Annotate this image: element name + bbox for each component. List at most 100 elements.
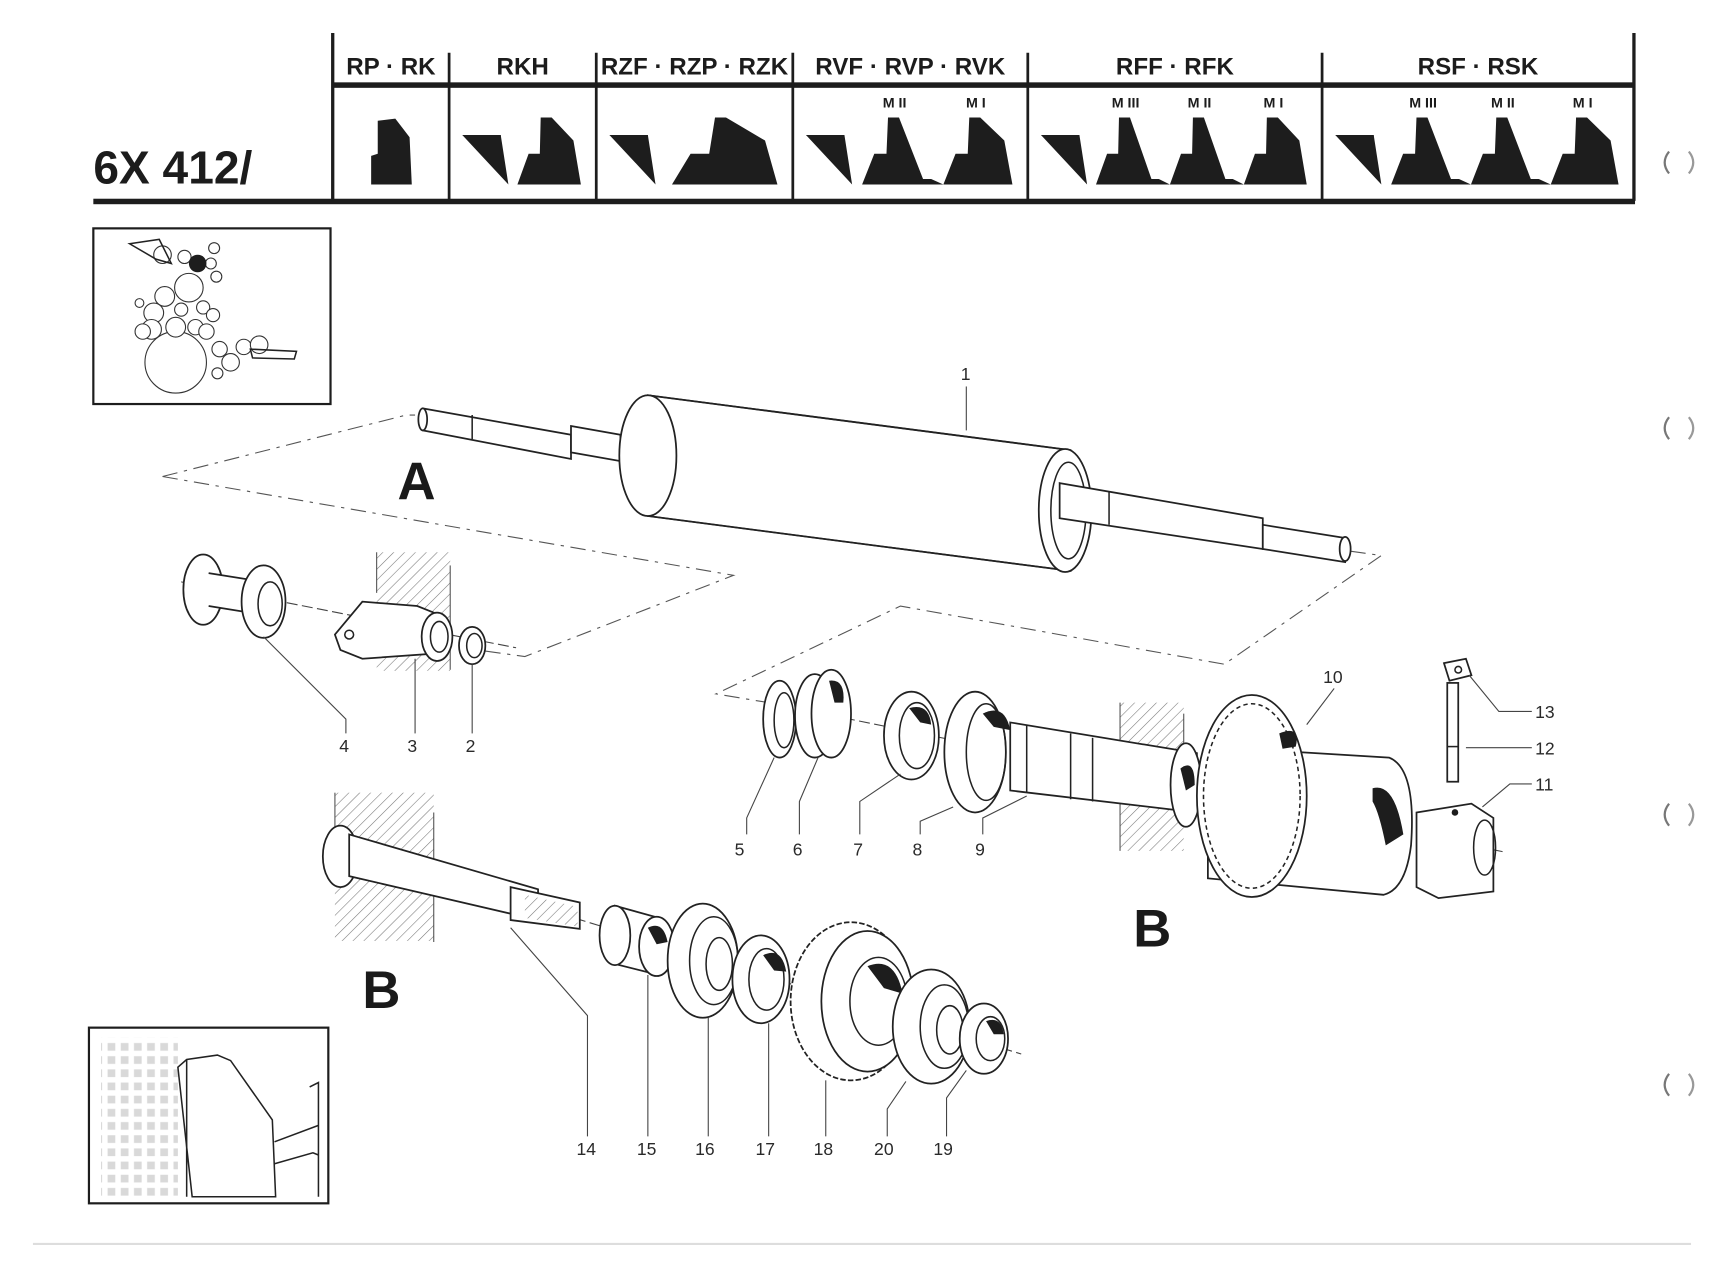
roller-circle-icon (177, 249, 192, 265)
roller-circle-icon (249, 335, 269, 355)
callout-3: 3 (407, 736, 417, 756)
tooth-shape (609, 117, 778, 185)
section-label-b-lower: B (362, 961, 400, 1020)
leader-lines (263, 636, 1027, 835)
tooth-shape (1040, 117, 1307, 185)
section-label-a: A (398, 453, 436, 512)
column-label: RP · RK (346, 54, 436, 81)
roller-circle-icon (221, 352, 240, 372)
highlighted-roller-icon (188, 254, 207, 273)
callout-12: 12 (1535, 738, 1555, 758)
stage-label: M I (966, 96, 986, 112)
delivery-table-icon (249, 348, 298, 360)
part-14-stud-shaft (321, 824, 589, 1137)
callout-5: 5 (735, 839, 745, 859)
model-number: 6X 412/ (93, 141, 252, 193)
side-frame-outline (177, 1054, 277, 1198)
part-9-journal-shaft (1009, 721, 1203, 828)
column-dividers (447, 52, 1324, 201)
binder-hole-icon (1663, 150, 1695, 175)
tooth-shape (371, 118, 412, 185)
part-10-helical-gear (1196, 688, 1413, 898)
part-4-bushing (182, 553, 287, 639)
part-18-helical-gear (789, 921, 915, 1137)
tooth-shape (1335, 117, 1619, 185)
stage-label: M II (883, 96, 907, 112)
roller-circle-icon (235, 338, 253, 356)
reference-plane-b (714, 515, 1383, 704)
header-label-rule (332, 82, 1634, 88)
reference-plane-a-bottom (162, 475, 736, 658)
part-15-spacer-sleeve (598, 904, 676, 1137)
part-13-clamp-nut (1442, 657, 1532, 713)
part-17-spacer-ring (731, 934, 791, 1137)
part-8-roller-bearing (943, 690, 1011, 814)
roller-train-schematic (92, 227, 332, 406)
callout-11: 11 (1535, 775, 1553, 795)
roller-circle-icon (134, 323, 151, 340)
roller-circle-icon (210, 270, 223, 283)
callout-15: 15 (637, 1139, 657, 1159)
tooth-profile-2 (462, 117, 581, 185)
header-bottom-rule (93, 198, 1636, 205)
part-2-ring (458, 626, 487, 666)
binder-hole-icon (1663, 1073, 1695, 1097)
column-label: RVF · RVP · RVK (815, 54, 1006, 81)
callout-10: 10 (1323, 667, 1343, 687)
part-12-screw (1446, 682, 1532, 783)
roller-circle-icon (144, 331, 207, 394)
roller-circle-icon (174, 302, 189, 317)
column-label: RZF · RZP · RZK (601, 54, 789, 81)
roller-circle-icon (134, 298, 145, 308)
roller-circle-icon (196, 300, 211, 315)
callout-2: 2 (466, 736, 476, 756)
callout-9: 9 (975, 839, 985, 859)
header: 6X 412/ RP · RK RKH RZF · RZP · RZK RVF · R… (93, 32, 1636, 205)
stage-label: M I (1264, 96, 1284, 112)
tooth-profile-3 (609, 117, 778, 185)
callout-4: 4 (339, 736, 349, 756)
callout-19: 19 (933, 1139, 953, 1159)
callout-20: 20 (874, 1139, 894, 1159)
roller-circle-icon (174, 272, 204, 303)
part-1-roller (417, 386, 1352, 573)
part-7-spacer-ring (883, 690, 940, 781)
tooth-shape (462, 117, 581, 185)
roller-circle-icon (198, 323, 215, 340)
tooth-shape (805, 117, 1013, 185)
stage-label: M III (1409, 96, 1437, 112)
part-20-ball-bearing (886, 968, 971, 1137)
stage-label: M II (1188, 96, 1212, 112)
column-label: RSF · RSK (1418, 54, 1539, 81)
part-11-collar-block (1415, 783, 1532, 900)
part-3-flange-housing (333, 600, 454, 662)
callout-14: 14 (576, 1139, 596, 1159)
stage-label: M II (1491, 96, 1515, 112)
binder-hole-icon (1663, 802, 1695, 827)
callout-8: 8 (913, 839, 923, 859)
roller-circle-icon (204, 257, 217, 270)
callout-18: 18 (814, 1139, 834, 1159)
tooth-profile-6: M III M II M I (1335, 96, 1619, 185)
section-label-b-upper: B (1133, 899, 1171, 958)
machine-side-view (87, 1026, 330, 1205)
stage-label: M I (1573, 96, 1593, 112)
callout-6: 6 (793, 839, 803, 859)
roller-circle-icon (208, 242, 221, 255)
part-19-spacer-ring (945, 1002, 1009, 1137)
column-label: RKH (497, 54, 549, 81)
column-label: RFF · RFK (1116, 54, 1235, 81)
callout-1: 1 (961, 364, 971, 384)
callout-7: 7 (853, 839, 863, 859)
roller-circle-icon (205, 307, 221, 323)
roller-circle-icon (154, 286, 176, 307)
roller-circle-icon (211, 340, 228, 358)
roller-circle-icon (165, 316, 187, 338)
binder-holes (1663, 150, 1695, 1097)
feeder-table-icon (127, 238, 173, 265)
tooth-profile-4: M II M I (805, 96, 1013, 185)
part-16-ball-bearing (666, 902, 739, 1137)
